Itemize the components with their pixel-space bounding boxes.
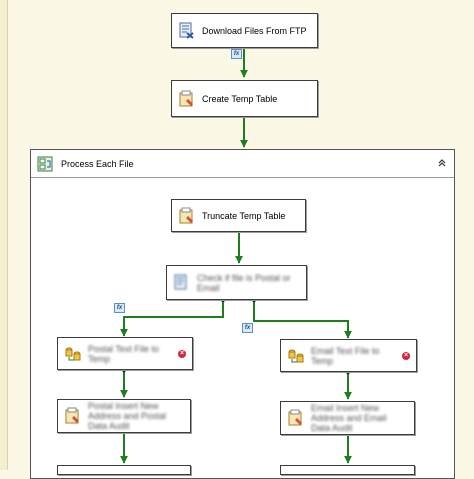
error-icon: × [402,351,410,360]
task-check-file-type[interactable]: Check if file is Postal or Email [166,265,307,300]
data-flow-icon [287,347,305,365]
task-label: Email Text File to Temp [311,345,380,366]
connector-check-postal[interactable] [120,300,224,337]
data-flow-icon [64,345,82,363]
container-header[interactable]: Process Each File [31,150,454,178]
connector-check-email[interactable] [253,300,352,339]
ftp-task-icon [178,22,196,40]
sql-task-icon [178,207,196,225]
task-postal-text-file-to-temp[interactable]: Postal Text File to Temp × [57,337,193,370]
task-label: Truncate Temp Table [202,210,286,221]
sql-task-icon [178,90,196,108]
expression-badge[interactable]: fx [114,303,125,313]
canvas-left-border [0,0,8,470]
task-create-temp-table[interactable]: Create Temp Table [171,80,318,117]
sql-task-icon [64,407,82,425]
task-label: Download Files From FTP [202,25,307,36]
task-label: Postal Text File to Temp [88,343,159,364]
collapse-chevron-icon[interactable] [436,157,448,169]
expression-badge[interactable]: fx [231,49,242,59]
script-task-icon [173,274,191,292]
expression-badge[interactable]: fx [242,323,253,333]
task-truncate-temp-table[interactable]: Truncate Temp Table [171,199,306,232]
sql-task-icon [287,409,305,427]
container-title: Process Each File [61,158,134,169]
task-postal-insert-address[interactable]: Postal Insert New Address and Postal Dat… [57,399,191,433]
task-email-next[interactable] [280,465,415,475]
task-email-text-file-to-temp[interactable]: Email Text File to Temp × [280,339,417,372]
task-label: Postal Insert New Address and Postal Dat… [88,401,167,431]
task-label: Check if file is Postal or Email [197,272,291,293]
task-postal-next[interactable] [57,465,191,475]
foreach-loop-icon [37,155,55,173]
task-label: Email Insert New Address and Email Data … [311,403,387,433]
task-email-insert-address[interactable]: Email Insert New Address and Email Data … [280,401,415,435]
task-label: Create Temp Table [202,93,278,104]
task-download-files-ftp[interactable]: Download Files From FTP [171,13,318,48]
error-icon: × [178,349,186,358]
